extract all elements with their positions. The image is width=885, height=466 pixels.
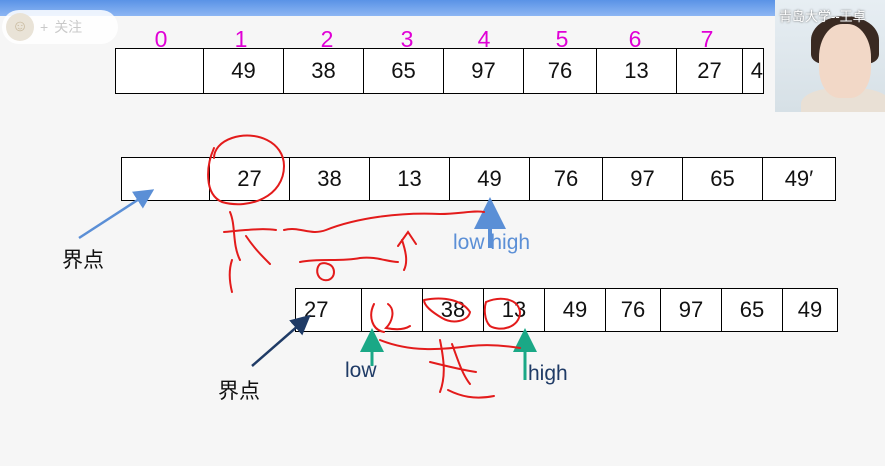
array-cell: 49: [450, 158, 530, 200]
array-cell: 38: [290, 158, 370, 200]
low-label: low: [345, 359, 377, 382]
red-handwriting: [207, 134, 522, 399]
array-cell: 27: [210, 158, 290, 200]
array-cell: [122, 158, 210, 200]
array-cell: 4: [750, 58, 763, 83]
index-label: 4: [477, 26, 491, 52]
pivot-label: 界点: [62, 249, 104, 272]
array-cell: 65: [722, 289, 783, 331]
array-cell: 49: [204, 49, 284, 93]
array-cell: [116, 49, 204, 93]
top-bar: [0, 0, 885, 16]
array-cell: 76: [530, 158, 603, 200]
index-label: 7: [700, 26, 714, 52]
index-label: 3: [400, 26, 414, 52]
lecturer-video: 青岛大学--王卓: [775, 0, 885, 112]
follow-label: 关注: [54, 19, 83, 35]
array-cell: 49′: [784, 166, 814, 191]
index-label: 1: [234, 26, 248, 52]
array-cell: 76: [524, 49, 597, 93]
array-cell: 97: [603, 158, 683, 200]
array-row-partition-1: 27 38 13 49 76 97 65 49′: [121, 157, 836, 201]
high-label: high: [528, 362, 568, 385]
array-cell: 13: [597, 49, 677, 93]
array-row-original: 49 38 65 97 76 13 27 4: [115, 48, 764, 94]
array-cell: 97: [444, 49, 524, 93]
array-cell: [362, 289, 423, 331]
index-label: 2: [320, 26, 334, 52]
array-cell: 65: [683, 158, 763, 200]
pivot-arrow: [251, 314, 311, 367]
lecturer-face: [819, 24, 871, 98]
pivot-arrow: [78, 189, 155, 240]
array-row-partition-2: 27 38 13 49 76 97 65 49: [295, 288, 838, 332]
array-cell: 49: [797, 297, 823, 322]
avatar: ☺: [6, 13, 34, 41]
array-cell: 27: [677, 49, 743, 93]
index-label: 6: [628, 26, 642, 52]
array-cell: 65: [364, 49, 444, 93]
follow-button[interactable]: ☺ + 关注: [2, 10, 118, 44]
follow-plus-icon: +: [40, 19, 49, 35]
video-caption: 青岛大学--王卓: [779, 9, 866, 24]
array-cell: 76: [606, 289, 661, 331]
index-label: 0: [154, 26, 168, 52]
index-label: 5: [555, 26, 569, 52]
pivot-label: 界点: [218, 380, 260, 403]
array-cell: 49: [545, 289, 606, 331]
array-cell: 97: [661, 289, 722, 331]
array-cell: 13: [370, 158, 450, 200]
array-cell: 38: [284, 49, 364, 93]
